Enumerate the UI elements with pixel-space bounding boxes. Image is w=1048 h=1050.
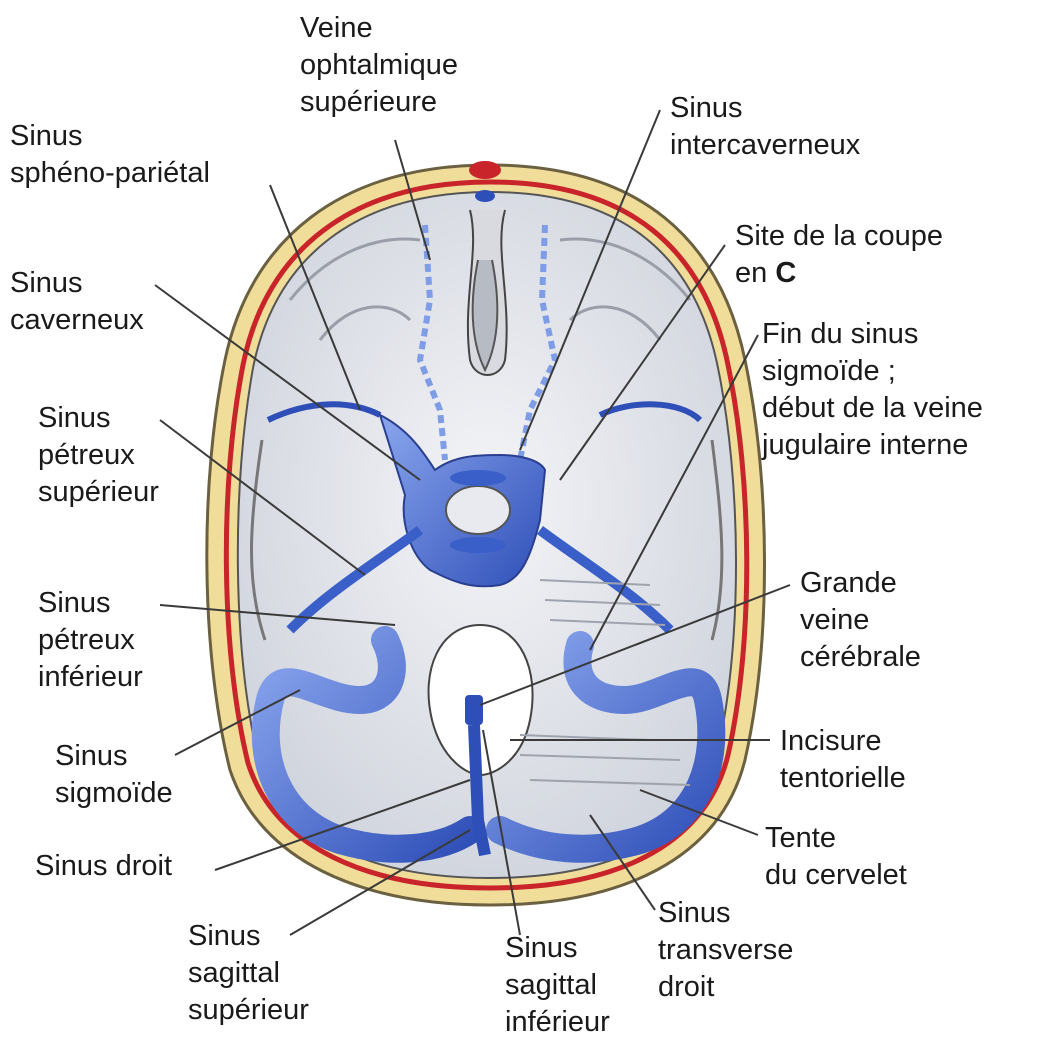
label-line: Tente — [765, 820, 907, 857]
label-line: supérieur — [38, 474, 159, 511]
label-line: en C — [735, 255, 943, 292]
label-tente-du-cervelet: Tente du cervelet — [765, 820, 907, 894]
label-line: Sinus — [10, 118, 210, 155]
label-line: cérébrale — [800, 639, 921, 676]
sella — [446, 486, 510, 534]
label-line: Grande — [800, 565, 921, 602]
label-line: ophtalmique — [300, 47, 458, 84]
label-sinus-sagittal-inferieur: Sinus sagittal inférieur — [505, 930, 610, 1041]
label-veine-ophtalmique: Veine ophtalmique supérieure — [300, 10, 458, 121]
label-line: Sinus — [38, 400, 159, 437]
label-line: Veine — [300, 10, 458, 47]
label-line: du cervelet — [765, 857, 907, 894]
label-line: Incisure — [780, 723, 906, 760]
label-line: supérieur — [188, 992, 309, 1029]
label-sinus-sagittal-superieur: Sinus sagittal supérieur — [188, 918, 309, 1029]
label-sinus-sigmoide: Sinus sigmoïde — [55, 738, 173, 812]
label-line: pétreux — [38, 437, 159, 474]
label-line: jugulaire interne — [762, 427, 983, 464]
label-line: Site de la coupe — [735, 218, 943, 255]
label-line: Sinus — [188, 918, 309, 955]
label-sinus-transverse-droit: Sinus transverse droit — [658, 895, 793, 1006]
label-line: sphéno-pariétal — [10, 155, 210, 192]
label-line: sagittal — [505, 967, 610, 1004]
label-line: début de la veine — [762, 390, 983, 427]
label-line: droit — [658, 969, 793, 1006]
label-line: Sinus — [658, 895, 793, 932]
label-sinus-petreux-inferieur: Sinus pétreux inférieur — [38, 585, 143, 696]
label-line: pétreux — [38, 622, 143, 659]
label-line: Sinus — [505, 930, 610, 967]
label-line: tentorielle — [780, 760, 906, 797]
label-sinus-petreux-superieur: Sinus pétreux supérieur — [38, 400, 159, 511]
label-grande-veine-cerebrale: Grande veine cérébrale — [800, 565, 921, 676]
label-line: inférieur — [38, 659, 143, 696]
label-bold-c: C — [775, 257, 796, 289]
label-incisure-tentorielle: Incisure tentorielle — [780, 723, 906, 797]
label-line: caverneux — [10, 302, 144, 339]
label-line: Sinus droit — [35, 848, 172, 885]
label-line: Sinus — [55, 738, 173, 775]
label-line: Sinus — [670, 90, 860, 127]
label-line: inférieur — [505, 1004, 610, 1041]
label-sinus-intercaverneux: Sinus intercaverneux — [670, 90, 860, 164]
label-line: veine — [800, 602, 921, 639]
intercavernous-2 — [450, 537, 506, 553]
label-line: sigmoïde — [55, 775, 173, 812]
label-line: transverse — [658, 932, 793, 969]
intercavernous-1 — [450, 470, 506, 486]
great-cerebral-vein — [465, 695, 483, 725]
label-site-coupe: Site de la coupe en C — [735, 218, 943, 292]
label-line: Sinus — [38, 585, 143, 622]
label-line: supérieure — [300, 84, 458, 121]
label-sinus-spheno-parietal: Sinus sphéno-pariétal — [10, 118, 210, 192]
sagittal-sinus-top — [475, 190, 495, 202]
label-sinus-droit: Sinus droit — [35, 848, 172, 885]
label-line: intercaverneux — [670, 127, 860, 164]
label-line: sagittal — [188, 955, 309, 992]
label-line: Sinus — [10, 265, 144, 302]
label-line: Fin du sinus — [762, 316, 983, 353]
label-line: sigmoïde ; — [762, 353, 983, 390]
label-fin-sinus-sigmoide: Fin du sinus sigmoïde ; début de la vein… — [762, 316, 983, 464]
label-sinus-caverneux: Sinus caverneux — [10, 265, 144, 339]
red-spot — [469, 161, 501, 179]
label-prefix: en — [735, 257, 775, 289]
